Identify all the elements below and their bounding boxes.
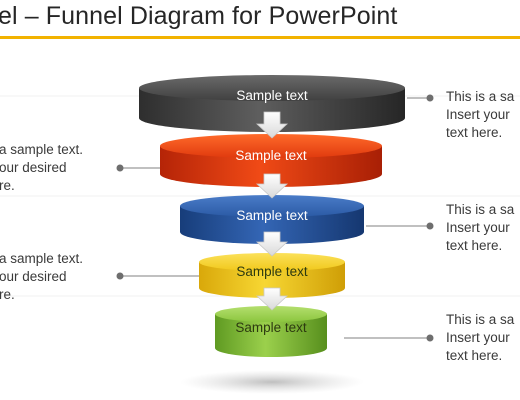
callout-line: Insert your <box>446 107 510 122</box>
stage-1-label: Sample text <box>236 88 308 103</box>
down-arrow-icon <box>255 173 289 199</box>
left-connectors <box>116 164 200 280</box>
callout-line: Insert your <box>446 330 510 345</box>
callout-line: our desired <box>0 269 67 284</box>
down-arrow-icon <box>255 287 289 311</box>
callout-line: re. <box>0 287 15 302</box>
down-arrow-icon <box>255 111 289 139</box>
down-arrow-icon <box>255 231 289 257</box>
stage-3-label: Sample text <box>236 208 308 223</box>
right-callout-3: This is a sa Insert your text here. <box>446 311 514 365</box>
callout-line: our desired <box>0 160 67 175</box>
title-underline <box>0 36 520 39</box>
callout-line: re. <box>0 178 15 193</box>
callout-line: text here. <box>446 125 503 140</box>
callout-line: text here. <box>446 348 503 363</box>
callout-line: This is a sa <box>446 202 515 217</box>
stage-4-label: Sample text <box>236 264 308 279</box>
funnel-stage-4: Sample text <box>199 253 345 298</box>
callout-line: Insert your <box>446 220 510 235</box>
callout-line: text here. <box>446 238 503 253</box>
funnel-stage-1: Sample text <box>139 75 405 132</box>
funnel-stage-5: Sample text <box>215 306 327 357</box>
stage-5-label: Sample text <box>235 320 307 335</box>
callout-line: This is a sa <box>446 312 515 327</box>
callout-line: This is a sa <box>446 89 515 104</box>
right-callout-2: This is a sa Insert your text here. <box>446 201 514 255</box>
funnel-stage-2: Sample text <box>160 134 382 187</box>
left-callout-1: a sample text. our desired re. <box>0 141 83 195</box>
callout-line: a sample text. <box>0 251 84 266</box>
callout-line: a sample text. <box>0 142 84 157</box>
right-connectors <box>344 94 434 342</box>
stage-2-label: Sample text <box>235 148 307 163</box>
left-callout-2: a sample text. our desired re. <box>0 250 83 304</box>
funnel-shadow <box>180 370 364 394</box>
funnel-stage-3: Sample text <box>180 195 364 244</box>
slide-title: el – Funnel Diagram for PowerPoint <box>0 2 398 30</box>
right-callout-1: This is a sa Insert your text here. <box>446 88 514 142</box>
down-arrows <box>255 111 289 311</box>
